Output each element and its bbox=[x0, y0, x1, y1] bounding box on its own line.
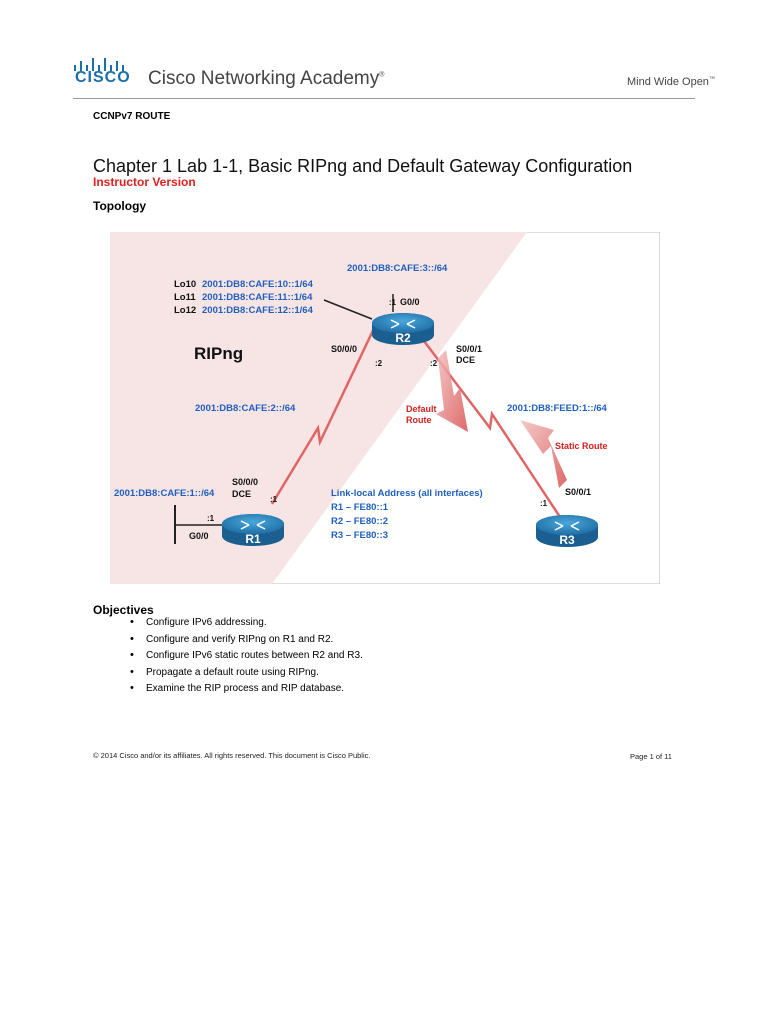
lo10-name: Lo10 bbox=[174, 279, 196, 290]
r2-lan-network: 2001:DB8:CAFE:3::/64 bbox=[347, 263, 448, 274]
lo12-address: 2001:DB8:CAFE:12::1/64 bbox=[202, 305, 314, 316]
r3-s001-interface: S0/0/1 bbox=[565, 487, 591, 497]
svg-text:R3: R3 bbox=[559, 533, 575, 547]
ripng-label: RIPng bbox=[194, 344, 243, 363]
list-item: Examine the RIP process and RIP database… bbox=[130, 682, 363, 700]
r2-s001-dce: DCE bbox=[456, 355, 475, 365]
page-number: Page 1 of 11 bbox=[630, 752, 672, 761]
course-name: CCNPv7 ROUTE bbox=[93, 111, 171, 122]
list-item: Propagate a default route using RIPng. bbox=[130, 666, 363, 684]
r2-g0-interface: G0/0 bbox=[400, 297, 420, 307]
router-r2: R2 bbox=[372, 313, 434, 345]
r1-s000-interface: S0/0/0 bbox=[232, 477, 258, 487]
lo12-name: Lo12 bbox=[174, 305, 196, 316]
list-item: Configure and verify RIPng on R1 and R2. bbox=[130, 633, 363, 651]
link-local-r2: R2 – FE80::2 bbox=[331, 516, 388, 527]
list-item: Configure IPv6 addressing. bbox=[130, 616, 363, 634]
default-route-arrow-icon bbox=[436, 350, 468, 432]
svg-text:R1: R1 bbox=[245, 532, 261, 546]
router-r1: R1 bbox=[222, 514, 284, 546]
r1-g0-interface: G0/0 bbox=[189, 531, 209, 541]
r2-r3-network: 2001:DB8:FEED:1::/64 bbox=[507, 403, 607, 414]
lo10-address: 2001:DB8:CAFE:10::1/64 bbox=[202, 279, 314, 290]
footer-copyright: © 2014 Cisco and/or its affiliates. All … bbox=[93, 751, 371, 760]
r2-g0-host: :1 bbox=[389, 298, 397, 307]
topology-heading: Topology bbox=[93, 199, 147, 213]
cisco-wordmark: CISCO bbox=[75, 69, 131, 86]
r2-s001-interface: S0/0/1 bbox=[456, 344, 482, 354]
objectives-heading: Objectives bbox=[93, 603, 154, 617]
default-route-label-2: Route bbox=[406, 415, 432, 425]
r1-s000-host: :1 bbox=[270, 495, 278, 504]
tagline: Mind Wide Open™ bbox=[627, 76, 715, 88]
router-r3: R3 bbox=[536, 515, 598, 547]
lo11-address: 2001:DB8:CAFE:11::1/64 bbox=[202, 292, 313, 303]
link-local-title: Link-local Address (all interfaces) bbox=[331, 488, 483, 499]
instructor-version: Instructor Version bbox=[93, 175, 196, 189]
link-local-r3: R3 – FE80::3 bbox=[331, 530, 388, 541]
academy-name: Cisco Networking Academy® bbox=[148, 68, 385, 89]
r2-loopback-pointer bbox=[323, 299, 373, 320]
topology-diagram: R2 R1 R3 2001:DB8:CAFE:3::/64 G0/0 :1 Lo… bbox=[110, 232, 660, 584]
r2-s001-host: :2 bbox=[430, 359, 438, 368]
svg-text:R2: R2 bbox=[395, 331, 411, 345]
r2-s000-host: :2 bbox=[375, 359, 383, 368]
r1-r2-serial-link bbox=[270, 319, 380, 505]
r1-r2-network: 2001:DB8:CAFE:2::/64 bbox=[195, 403, 296, 414]
r3-s001-host: :1 bbox=[540, 499, 548, 508]
r1-lan-network: 2001:DB8:CAFE:1::/64 bbox=[114, 488, 215, 499]
page-title: Chapter 1 Lab 1-1, Basic RIPng and Defau… bbox=[93, 156, 633, 176]
static-route-arrow-icon bbox=[520, 420, 567, 488]
r2-s000-interface: S0/0/0 bbox=[331, 344, 357, 354]
r1-g0-host: :1 bbox=[207, 514, 215, 523]
link-local-r1: R1 – FE80::1 bbox=[331, 502, 389, 513]
header-divider bbox=[73, 98, 695, 99]
static-route-label: Static Route bbox=[555, 441, 608, 451]
list-item: Configure IPv6 static routes between R2 … bbox=[130, 649, 363, 667]
objectives-list: Configure IPv6 addressing. Configure and… bbox=[130, 616, 363, 700]
default-route-label-1: Default bbox=[406, 404, 437, 414]
lo11-name: Lo11 bbox=[174, 292, 196, 303]
r1-s000-dce: DCE bbox=[232, 489, 251, 499]
cisco-bridge-logo-icon bbox=[74, 58, 124, 71]
